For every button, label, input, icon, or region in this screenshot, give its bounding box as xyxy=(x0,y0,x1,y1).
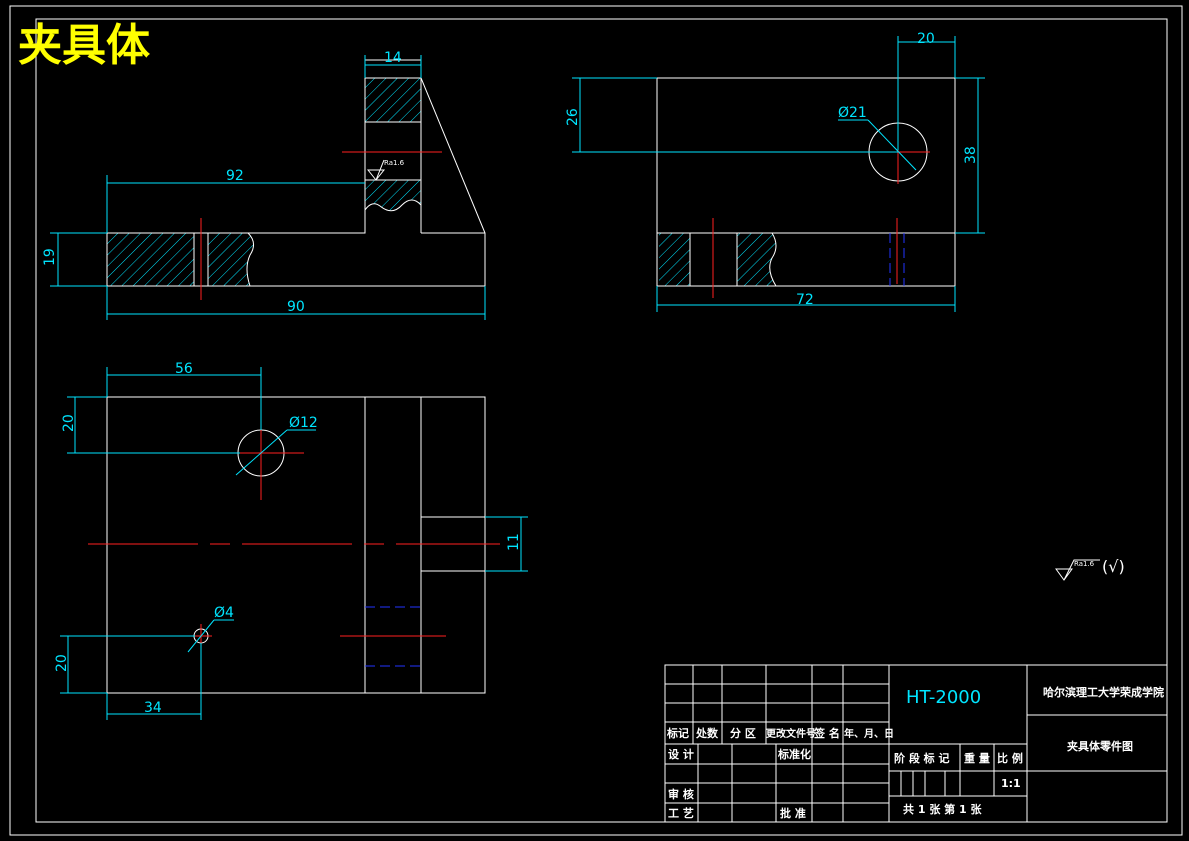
dim-90: 90 xyxy=(287,299,305,315)
dim-20-side: 20 xyxy=(917,31,935,47)
outer-border xyxy=(9,5,1183,836)
dim-34: 34 xyxy=(144,700,162,716)
dim-dia21: Ø21 xyxy=(838,105,867,121)
dim-19: 19 xyxy=(42,248,58,266)
dim-dia12: Ø12 xyxy=(289,415,318,431)
school-name: 哈尔滨理工大学荣成学院 xyxy=(1043,685,1164,699)
dim-56: 56 xyxy=(175,361,193,377)
title-block xyxy=(664,664,1168,823)
top-view xyxy=(106,396,486,694)
tb-standard: 标准化 xyxy=(777,747,811,761)
tb-process: 工 艺 xyxy=(668,806,694,820)
dim-11: 11 xyxy=(506,533,522,551)
dim-20-bottom: 20 xyxy=(54,654,70,672)
dim-20-top: 20 xyxy=(61,414,77,432)
front-view xyxy=(106,59,486,287)
tb-scale-label: 比 例 xyxy=(997,751,1023,765)
dim-14: 14 xyxy=(384,50,402,66)
material-label: HT-2000 xyxy=(906,687,981,708)
tb-header-date: 年、月、日 xyxy=(844,727,894,740)
tb-header-count: 处数 xyxy=(695,726,719,740)
roughness-label-general: Ra1.6 xyxy=(1074,560,1095,568)
tb-weight: 重 量 xyxy=(964,751,990,765)
drawing-name: 夹具体零件图 xyxy=(1067,739,1133,753)
inner-border xyxy=(35,18,1168,823)
tb-sheets: 共 1 张 第 1 张 xyxy=(903,802,982,816)
dim-92: 92 xyxy=(226,168,244,184)
tb-review: 审 核 xyxy=(668,787,694,801)
dim-26: 26 xyxy=(565,108,581,126)
tb-stage: 阶 段 标 记 xyxy=(894,751,950,765)
drawing-title: 夹具体 xyxy=(18,20,150,71)
tb-header-zone: 分 区 xyxy=(730,726,756,740)
general-finish-note: (√) xyxy=(1102,557,1125,576)
side-view xyxy=(656,77,956,287)
dim-72: 72 xyxy=(796,292,814,308)
tb-header-mark: 标记 xyxy=(666,726,689,740)
roughness-label-front: Ra1.6 xyxy=(384,159,405,167)
dim-dia4: Ø4 xyxy=(214,605,234,621)
tb-scale: 1:1 xyxy=(1001,777,1021,790)
tb-header-docno: 更改文件号 xyxy=(766,727,816,740)
tb-approve: 批 准 xyxy=(780,806,806,820)
tb-design: 设 计 xyxy=(668,747,694,761)
dim-38: 38 xyxy=(963,146,979,164)
tb-header-sign: 签 名 xyxy=(813,726,840,740)
